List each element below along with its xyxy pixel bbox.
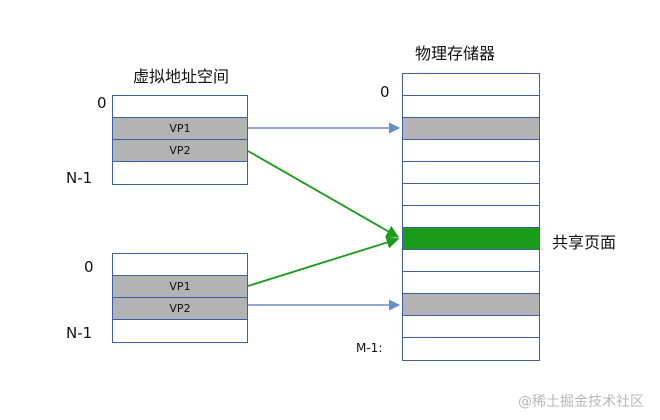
bottom-virtual-space: VP1 VP2 bbox=[112, 253, 248, 343]
top-space-page-vp2: VP2 bbox=[113, 140, 247, 162]
physical-page bbox=[403, 272, 539, 294]
physical-page-mapped bbox=[403, 118, 539, 140]
physical-page bbox=[403, 162, 539, 184]
bottom-space-page-vp1: VP1 bbox=[113, 276, 247, 298]
watermark: @稀土掘金技术社区 bbox=[518, 394, 644, 410]
top-space-page-vp1: VP1 bbox=[113, 118, 247, 140]
top-virtual-space: VP1 VP2 bbox=[112, 95, 248, 185]
physical-page-mapped bbox=[403, 294, 539, 316]
physical-memory-title: 物理存储器 bbox=[415, 44, 496, 63]
bottom-space-start-label: 0 bbox=[84, 258, 94, 276]
bottom-space-page bbox=[113, 254, 247, 276]
shared-page-label: 共享页面 bbox=[552, 233, 617, 252]
bottom-space-page-vp2: VP2 bbox=[113, 298, 247, 320]
top-space-end-label: N-1 bbox=[66, 169, 93, 187]
physical-page bbox=[403, 206, 539, 228]
arrow-top-vp2-to-shared bbox=[247, 150, 400, 238]
physical-page-shared bbox=[403, 228, 539, 250]
physical-end-label: M-1: bbox=[356, 341, 383, 355]
physical-page bbox=[403, 184, 539, 206]
physical-page bbox=[403, 140, 539, 162]
physical-page bbox=[403, 74, 539, 96]
arrow-bottom-vp1-to-shared bbox=[247, 236, 400, 287]
virtual-space-title: 虚拟地址空间 bbox=[133, 67, 230, 86]
top-space-start-label: 0 bbox=[97, 94, 107, 112]
physical-page bbox=[403, 250, 539, 272]
physical-page bbox=[403, 316, 539, 338]
physical-page bbox=[403, 96, 539, 118]
top-space-page bbox=[113, 96, 247, 118]
physical-memory bbox=[402, 73, 540, 361]
physical-start-label: 0 bbox=[380, 83, 390, 101]
bottom-space-end-label: N-1 bbox=[66, 324, 93, 342]
